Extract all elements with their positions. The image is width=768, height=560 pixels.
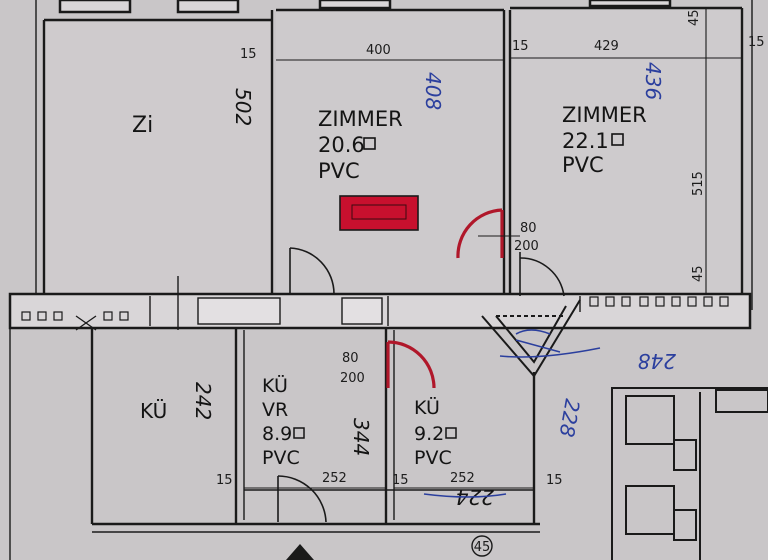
area-square-icon: [611, 133, 624, 146]
room-zimmer-1-area: 20.6: [318, 133, 365, 157]
dim-bottom-right-15: 15: [546, 473, 563, 488]
handwritten-ku-left-width: 242: [191, 382, 215, 420]
room-ku-vr-floor: PVC: [262, 447, 300, 469]
wall-vent-squares: [21, 296, 729, 321]
room-ku-vr-area: 8.9: [262, 423, 292, 445]
door-ku-mid: [386, 340, 436, 389]
radiator: [339, 195, 419, 231]
room-ku-vr-name1: KÜ: [262, 374, 288, 397]
room-zi-area: [44, 22, 272, 294]
dim-door-2-w: 80: [342, 351, 359, 366]
dimension-lines: [244, 8, 742, 489]
dim-door-2-h: 200: [340, 371, 365, 386]
stair-arrow: [286, 544, 314, 560]
door-entrance: [277, 475, 327, 523]
dim-top-400: 400: [366, 43, 391, 58]
circle-number: 45: [474, 540, 491, 555]
wall-stub-top-4: [588, 0, 672, 8]
room-zimmer-1-area: [276, 10, 504, 294]
room-ku-mid-name: KÜ: [414, 396, 440, 419]
dim-top-429: 429: [594, 39, 619, 54]
door-zimmer-1: [456, 208, 504, 259]
handwritten-corridor-a: 228: [554, 397, 584, 439]
radiator-inner: [351, 204, 407, 220]
dim-far-right-15: 15: [748, 35, 765, 50]
room-zimmer-2-area: 22.1: [562, 129, 609, 153]
door-zi: [289, 247, 335, 295]
cross-mark: [75, 315, 97, 331]
pen-strokes: [423, 329, 601, 498]
handwritten-ku-vr-width: 344: [349, 418, 373, 456]
room-zimmer-1-floor: PVC: [318, 159, 360, 183]
neighbor-building: [611, 387, 768, 560]
room-ku-mid-floor: PVC: [414, 447, 452, 469]
room-ku-vr-name2: VR: [262, 399, 288, 421]
area-square-icon: [445, 427, 457, 439]
room-zimmer-2-floor: PVC: [562, 153, 604, 177]
dim-bottom-252-a: 252: [322, 471, 347, 486]
dim-right-515: 515: [691, 171, 706, 196]
room-zimmer-1-name: ZIMMER: [318, 107, 403, 131]
handwritten-zimmer-2-width: 436: [641, 62, 665, 100]
room-zimmer-2-name: ZIMMER: [562, 103, 647, 127]
wall-stub-top-2: [176, 0, 240, 14]
dim-bottom-left-15: 15: [216, 473, 233, 488]
dim-bottom-mid-15: 15: [392, 473, 409, 488]
area-square-icon: [293, 427, 305, 439]
room-zi-name: Zi: [132, 113, 153, 138]
dim-right-45-top: 45: [687, 9, 702, 26]
circle-marker: [471, 535, 493, 557]
room-zimmer-2-area: [510, 10, 742, 294]
wall-stub-top-3: [318, 0, 392, 10]
handwritten-zimmer-1-width: 408: [421, 72, 445, 110]
area-square-icon: [363, 137, 376, 150]
dim-right-45-bottom: 45: [691, 265, 706, 282]
handwritten-zi-height: 502: [231, 88, 255, 126]
dim-door-1-h: 200: [514, 239, 539, 254]
room-ku-left-name: KÜ: [140, 399, 167, 423]
wall-recess: [197, 297, 281, 325]
door-zimmer-2: [519, 252, 565, 297]
dim-door-1-w: 80: [520, 221, 537, 236]
shaft-funnel: [481, 299, 581, 378]
wall-recess-2: [341, 297, 383, 325]
wall-stub-top-1: [58, 0, 132, 14]
dim-bottom-252-b: 252: [450, 471, 475, 486]
dim-top-mid-15: 15: [512, 39, 529, 54]
handwritten-corridor-b: 248: [638, 349, 676, 373]
dim-top-left-15: 15: [240, 47, 257, 62]
room-ku-mid-area: 9.2: [414, 423, 444, 445]
